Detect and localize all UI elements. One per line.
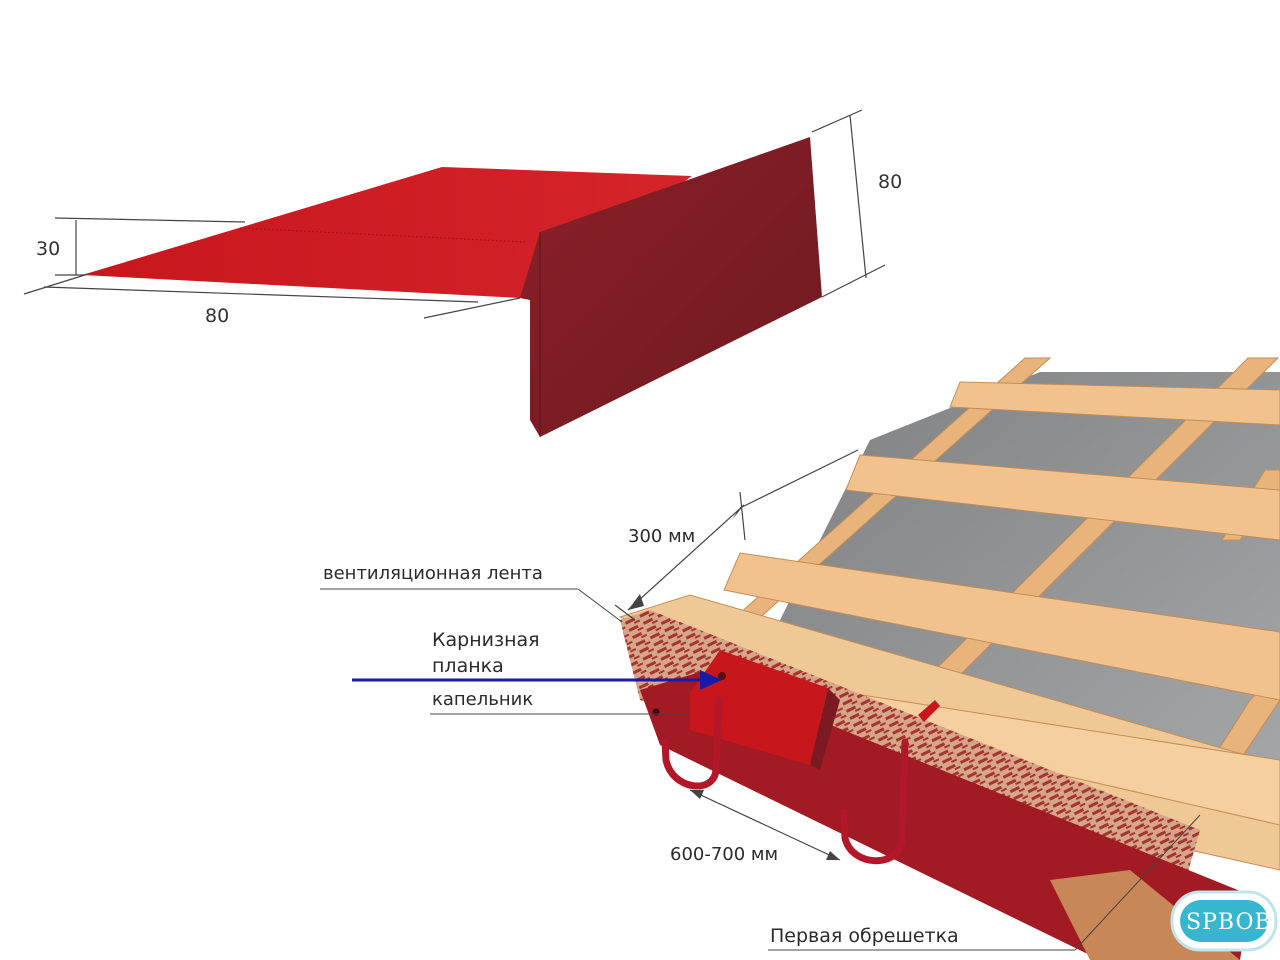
dim-batten-spacing: [614, 449, 859, 621]
roof-structure: [618, 357, 1280, 960]
label-first-batten: Первая обрешетка: [770, 925, 959, 947]
watermark-badge: SPBOB: [1170, 890, 1278, 952]
battens: [723, 381, 1280, 701]
dim-left-height: [54, 217, 246, 276]
gutter-hook-2: [840, 738, 909, 865]
pointer-arrow: [352, 670, 722, 690]
dim-batten-spacing-label: 300 мм: [628, 526, 695, 547]
label-eave-plank-line2: планка: [432, 655, 504, 677]
flashing-profile: [82, 137, 822, 437]
dim-left-height-label: 30: [36, 238, 60, 260]
batten-marker: [918, 700, 940, 722]
dim-bottom-width-label: 80: [205, 305, 229, 327]
dim-right-height: [811, 109, 886, 298]
label-ventilation-tape: вентиляционная лента: [323, 563, 543, 584]
dim-hook-spacing-label: 600-700 мм: [670, 844, 778, 865]
dim-bottom-width: [23, 273, 521, 319]
label-drip-edge: капельник: [432, 689, 533, 710]
flashing-fold-line: [239, 227, 526, 243]
eave-plank-side: [810, 688, 840, 770]
gutter-hook-1: [661, 696, 723, 790]
flashing-drip-face: [520, 137, 822, 437]
eave-plank-screw: [718, 672, 726, 680]
label-eave-plank-line1: Карнизная: [432, 629, 540, 651]
gutter-hooks: [661, 696, 909, 865]
watermark-text: SPBOB: [1186, 910, 1272, 935]
dim-hook-spacing: [689, 789, 841, 861]
dim-right-height-label: 80: [878, 171, 902, 193]
